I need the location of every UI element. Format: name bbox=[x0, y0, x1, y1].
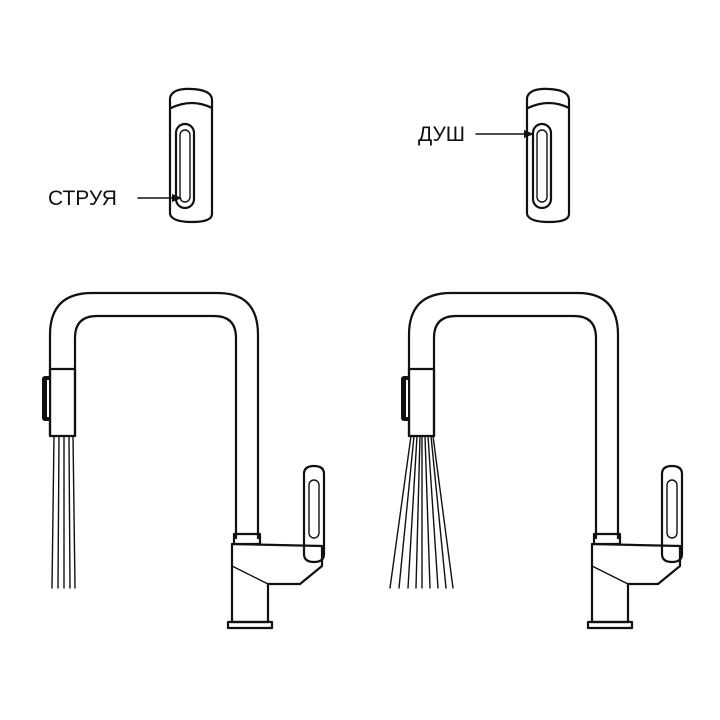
faucet-shower-mode bbox=[389, 291, 684, 630]
water-spray bbox=[389, 435, 454, 589]
handle-lever bbox=[660, 464, 684, 564]
base bbox=[586, 620, 634, 630]
base bbox=[226, 620, 274, 630]
stream-pointer-arrow bbox=[137, 194, 182, 202]
collar bbox=[592, 532, 622, 546]
water-stream bbox=[51, 435, 76, 589]
handle-lever bbox=[302, 464, 326, 564]
faucet-body bbox=[230, 542, 324, 624]
collar bbox=[232, 532, 262, 546]
mode-button bbox=[401, 376, 410, 421]
shower-pointer-arrow bbox=[475, 130, 534, 138]
stream-label: СТРУЯ bbox=[48, 187, 117, 210]
shower-label: ДУШ bbox=[418, 123, 465, 146]
spray-head bbox=[407, 367, 436, 438]
faucet-body bbox=[590, 542, 682, 624]
spray-head bbox=[48, 367, 77, 438]
spray-head-closeup-stream: СТРУЯ bbox=[48, 87, 214, 224]
faucet-stream-mode bbox=[42, 291, 326, 630]
mode-button bbox=[42, 376, 51, 421]
spray-head-closeup-shower: ДУШ bbox=[418, 87, 571, 224]
